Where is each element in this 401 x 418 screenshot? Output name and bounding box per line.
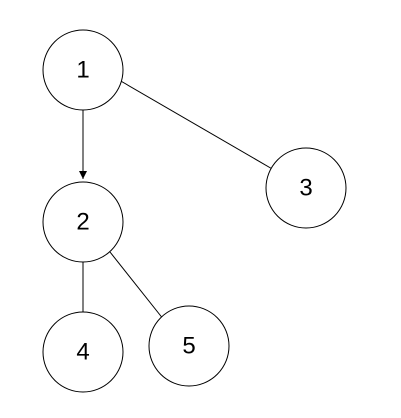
edge-1-3: [118, 79, 275, 171]
node-5: 5: [148, 305, 230, 387]
node-1: 1: [42, 29, 124, 111]
node-5-label: 5: [182, 333, 195, 360]
node-2-label: 2: [76, 209, 89, 236]
node-4: 4: [42, 311, 124, 393]
edge-2-5: [109, 251, 165, 321]
node-4-label: 4: [76, 339, 89, 366]
node-1-label: 1: [76, 57, 89, 84]
node-3: 3: [265, 147, 347, 229]
node-3-label: 3: [299, 175, 312, 202]
node-2: 2: [42, 181, 124, 263]
